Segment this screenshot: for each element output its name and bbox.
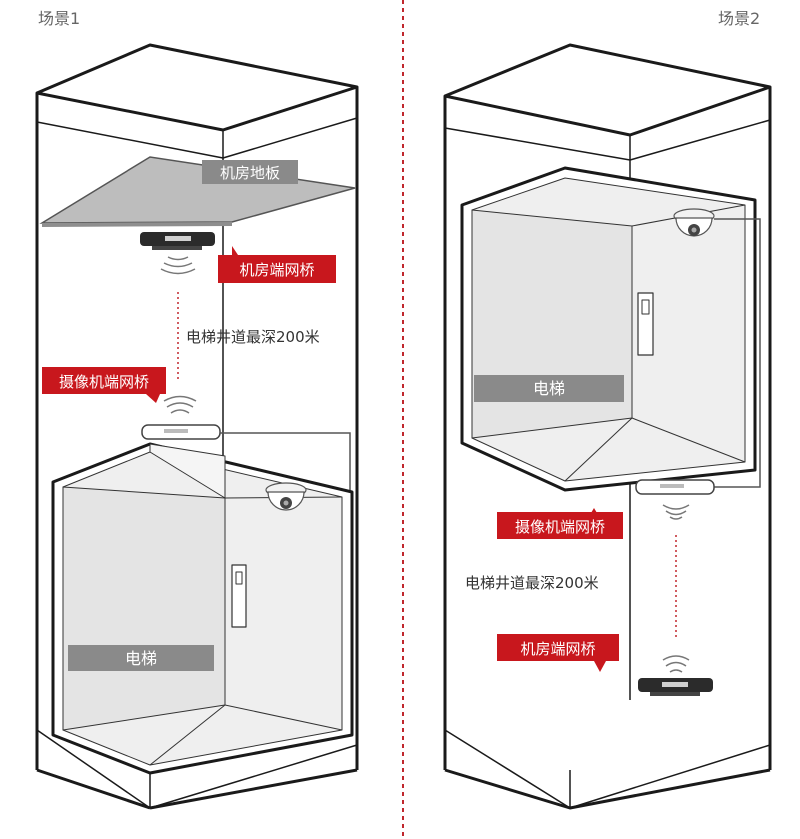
wifi-signal-icon	[662, 504, 690, 520]
scene2-shaft-depth-label: 电梯井道最深200米	[465, 574, 599, 592]
scene2-title: 场景2	[718, 9, 760, 28]
scene2-camera-bridge-label: 摄像机端网桥	[515, 518, 605, 536]
scene1-elevator-label-bg	[68, 645, 214, 671]
scene1-title: 场景1	[38, 9, 80, 28]
scene2-camera-bridge-callout: 摄像机端网桥	[497, 508, 623, 539]
wifi-signal-icon	[160, 256, 196, 275]
scene2-room-bridge-device	[638, 678, 713, 696]
scene1-room-bridge-label: 机房端网桥	[239, 261, 314, 279]
scene1-shaft	[35, 43, 359, 810]
scene1-floor-label: 机房地板	[220, 164, 280, 182]
scene2-dome-camera-icon	[673, 208, 715, 237]
scene1-room-bridge-device	[140, 232, 215, 250]
scene1-camera-bridge-device	[141, 424, 221, 440]
scene1-elevator-car	[51, 442, 354, 775]
scene1-dome-camera-icon	[265, 482, 307, 511]
scene1-camera-bridge-label: 摄像机端网桥	[59, 373, 149, 391]
scene2-room-bridge-label: 机房端网桥	[520, 640, 595, 658]
scene1-room-bridge-callout: 机房端网桥	[218, 246, 336, 283]
scene1-camera-bridge-callout: 摄像机端网桥	[42, 367, 166, 403]
scene2-cable	[712, 218, 761, 488]
scene2-elevator-label-bg	[474, 375, 624, 402]
scene1-machine-room-floor: 机房地板	[39, 156, 356, 227]
scene2-camera-bridge-device	[635, 479, 715, 495]
scene1-shaft-depth-label: 电梯井道最深200米	[186, 328, 320, 346]
wifi-signal-icon	[163, 395, 197, 414]
scene2-room-bridge-callout: 机房端网桥	[497, 634, 619, 672]
scene2-shaft	[443, 43, 772, 810]
scene1-elevator-label: 电梯	[125, 649, 157, 668]
wifi-signal-icon	[662, 655, 690, 673]
scene2-elevator-label: 电梯	[533, 379, 565, 398]
